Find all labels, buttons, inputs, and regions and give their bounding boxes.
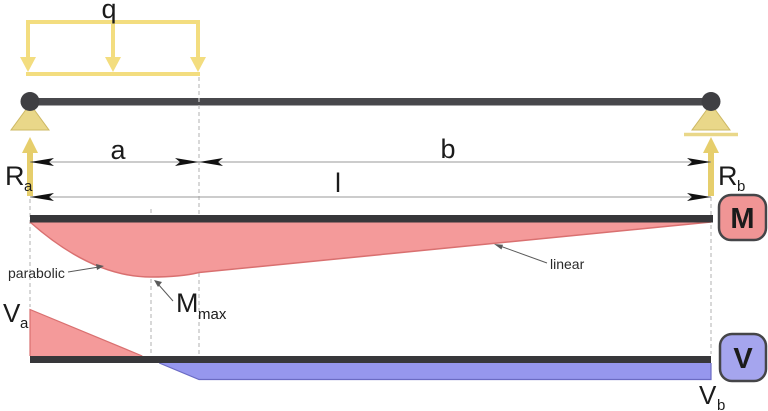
reaction-a: R a bbox=[5, 137, 38, 196]
dimension-a-label: a bbox=[110, 135, 126, 165]
load-arrow-right bbox=[190, 22, 206, 72]
reaction-b-subscript: b bbox=[737, 178, 745, 195]
beam-assembly bbox=[10, 92, 738, 137]
reaction-a-label: R bbox=[5, 161, 25, 191]
shear-badge-box bbox=[718, 332, 768, 383]
parabolic-leader-arrowhead bbox=[96, 264, 104, 270]
shear-positive-edge bbox=[29, 308, 143, 357]
dimension-l: l bbox=[30, 168, 711, 201]
moment-diagram: parabolic linear M max M bbox=[8, 193, 768, 323]
moment-badge-letter: M bbox=[730, 203, 754, 235]
pin-support-left bbox=[10, 103, 50, 131]
shear-baseline-bar bbox=[30, 356, 711, 363]
shear-diagram: V a V b V bbox=[3, 298, 768, 411]
shear-badge-letter: V bbox=[733, 343, 753, 375]
moment-badge-box bbox=[717, 193, 768, 242]
dimension-b-label: b bbox=[440, 134, 455, 164]
annotation-parabolic: parabolic bbox=[8, 265, 65, 281]
moment-max-main: M bbox=[176, 288, 199, 318]
roller-support-right bbox=[691, 103, 731, 131]
linear-leader-line bbox=[499, 245, 548, 264]
load-arrow-middle bbox=[105, 22, 121, 72]
shear-b-subscript: b bbox=[717, 397, 725, 411]
load-label: q bbox=[101, 0, 116, 24]
moment-area-shape bbox=[30, 222, 711, 277]
beam-node-left bbox=[20, 92, 40, 111]
annotation-linear: linear bbox=[550, 256, 585, 272]
parabolic-leader-line bbox=[67, 266, 100, 273]
moment-max-label: M max bbox=[154, 280, 227, 323]
reaction-a-subscript: a bbox=[24, 178, 33, 195]
moment-curve-edge bbox=[29, 221, 712, 278]
moment-baseline-bar bbox=[30, 215, 713, 223]
moment-badge: M bbox=[717, 193, 768, 242]
reaction-b: R b bbox=[703, 137, 745, 196]
linear-leader-arrowhead bbox=[494, 244, 503, 250]
shear-badge: V bbox=[718, 332, 768, 383]
beam-node-right bbox=[701, 92, 721, 111]
shear-b-label: V bbox=[699, 380, 717, 410]
beam-bar bbox=[28, 98, 713, 106]
shear-negative-edge bbox=[158, 362, 712, 381]
reaction-b-label: R bbox=[718, 161, 738, 191]
load-arrow-left bbox=[20, 22, 36, 72]
moment-max-subscript: max bbox=[198, 306, 227, 323]
dimension-l-label: l bbox=[335, 168, 341, 198]
reaction-b-arrowhead bbox=[703, 137, 719, 153]
shear-negative-area bbox=[159, 363, 711, 380]
dimension-ab: a b bbox=[30, 134, 711, 166]
distributed-load: q bbox=[20, 0, 206, 76]
reaction-a-arrowhead bbox=[22, 137, 38, 153]
shear-a-label: V bbox=[3, 298, 21, 328]
shear-a-subscript: a bbox=[20, 315, 29, 332]
